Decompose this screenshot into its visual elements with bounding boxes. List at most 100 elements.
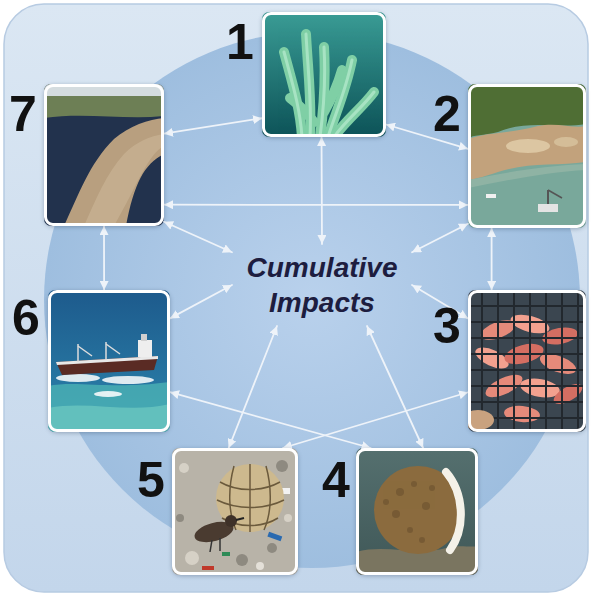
ship-grounding-photo <box>48 290 170 432</box>
marine-debris-photo-part <box>219 538 221 551</box>
central-theme: Cumulative Impacts <box>232 244 412 326</box>
impact-link-arrow <box>164 204 468 206</box>
fishing-photo-part-part <box>468 369 586 371</box>
ship-grounding-photo-part <box>48 290 170 432</box>
coral-photo-part <box>284 34 374 137</box>
fishing-photo-part-part <box>529 290 531 432</box>
callout-number: 5 <box>137 455 165 505</box>
coral-photo-part-part <box>306 34 311 137</box>
impact-link-arrow <box>229 326 277 448</box>
fishing-photo-part <box>472 311 585 423</box>
fishing-photo-part-part <box>497 290 499 432</box>
dredging-photo-part <box>468 164 586 188</box>
marine-debris-photo-part <box>210 540 212 552</box>
fishing-photo-part-part <box>513 290 515 432</box>
coral-photo <box>262 12 386 137</box>
dredging-photo-part <box>468 84 586 228</box>
dredging-photo-part <box>554 137 578 147</box>
dredging-photo-part <box>538 204 558 212</box>
background-panel <box>4 4 588 592</box>
fishing-photo-part-part <box>545 290 547 432</box>
ship-grounding-photo-part-part <box>78 346 92 356</box>
ship-grounding-photo-part <box>78 342 120 362</box>
marine-debris-photo-part-part <box>264 466 270 530</box>
coral-disease-photo-part-part <box>383 499 389 505</box>
marine-debris-photo-part <box>236 518 244 520</box>
fishing-photo-part <box>468 290 586 432</box>
ship-grounding-photo-part <box>141 334 147 341</box>
marine-debris-photo-part <box>225 515 237 527</box>
marine-debris-photo-part <box>216 464 284 532</box>
coral-photo-part-part <box>284 52 302 137</box>
impact-link-arrow <box>491 228 493 290</box>
impact-link-arrow <box>103 226 105 290</box>
callout-number: 4 <box>322 455 350 505</box>
coral-disease-photo-part-part <box>422 502 430 510</box>
marine-debris-photo-part-part <box>236 554 248 566</box>
impact-link-arrow <box>164 118 262 133</box>
fishing-photo <box>468 290 586 432</box>
coral-disease-photo-part <box>446 472 461 550</box>
callout-number: 7 <box>9 89 37 139</box>
ship-grounding-photo-part-part <box>102 376 154 384</box>
marine-debris-photo-part-part <box>276 460 288 472</box>
callout-number: 2 <box>433 89 461 139</box>
ship-grounding-photo-part <box>48 404 170 432</box>
marine-debris-photo-part-part <box>179 463 189 473</box>
ship-grounding-photo-part-part <box>56 374 100 382</box>
marine-debris-photo <box>172 448 298 575</box>
fishing-photo-part-part <box>468 401 586 403</box>
marine-debris-photo-part <box>172 448 298 575</box>
coral-disease-photo-part-part <box>392 510 400 518</box>
impact-link-arrow <box>170 285 232 318</box>
sediment-plume-photo-part <box>44 84 164 118</box>
ship-grounding-photo-part-part <box>106 344 120 354</box>
impact-link-arrow <box>367 326 423 448</box>
marine-debris-photo-part-part <box>176 514 184 522</box>
marine-debris-photo-part-part <box>249 464 251 532</box>
callout-number: 6 <box>12 293 40 343</box>
marine-debris-photo-part-part <box>267 532 282 541</box>
coral-disease-photo-part <box>383 481 435 543</box>
coral-disease-photo-part-part <box>396 488 404 496</box>
background-panel-part <box>4 4 588 592</box>
fishing-photo-part-part <box>468 337 586 339</box>
impact-link-arrow <box>321 137 323 244</box>
impact-link-arrow <box>283 392 468 448</box>
coral-photo-part-part <box>334 92 374 137</box>
marine-debris-photo-part-part <box>185 551 199 565</box>
coral-photo-part-part <box>320 47 325 137</box>
callout-number: 3 <box>433 301 461 351</box>
fishing-photo-part-part <box>468 305 586 307</box>
photo-frame: 6 <box>48 290 170 432</box>
coral-disease-photo-part <box>356 448 478 575</box>
ship-grounding-photo-part <box>56 374 154 397</box>
fishing-photo-part-part <box>468 321 586 323</box>
center-title: Cumulative Impacts <box>238 250 406 320</box>
photo-frame: 5 <box>172 448 298 575</box>
dredging-photo-part <box>486 194 496 198</box>
coral-photo-part-part <box>328 60 352 137</box>
fishing-photo-part <box>468 410 494 430</box>
fishing-photo-part <box>468 290 586 432</box>
impact-link-arrow <box>170 392 371 448</box>
impact-link-arrow <box>412 224 468 253</box>
ship-grounding-photo-part <box>48 382 170 432</box>
dredging-photo-part <box>547 190 549 204</box>
coral-disease-photo-part <box>374 466 462 554</box>
coral-disease-photo-part-part <box>407 527 413 533</box>
marine-debris-photo-part-part <box>284 514 292 522</box>
dredging-photo-part <box>548 190 562 198</box>
ship-grounding-photo-part <box>138 340 152 357</box>
coral-photo-part-part <box>320 47 325 137</box>
marine-debris-photo-part-part <box>256 562 264 570</box>
photo-frame: 4 <box>356 448 478 575</box>
marine-debris-photo-part-part <box>202 566 214 570</box>
dredging-photo <box>468 84 586 228</box>
callout-number: 1 <box>226 17 254 67</box>
sediment-plume-photo-part <box>84 134 164 226</box>
ship-grounding-photo-part-part <box>94 391 122 397</box>
fishing-photo-part-part <box>468 353 586 355</box>
photo-frame: 1 <box>262 12 386 137</box>
